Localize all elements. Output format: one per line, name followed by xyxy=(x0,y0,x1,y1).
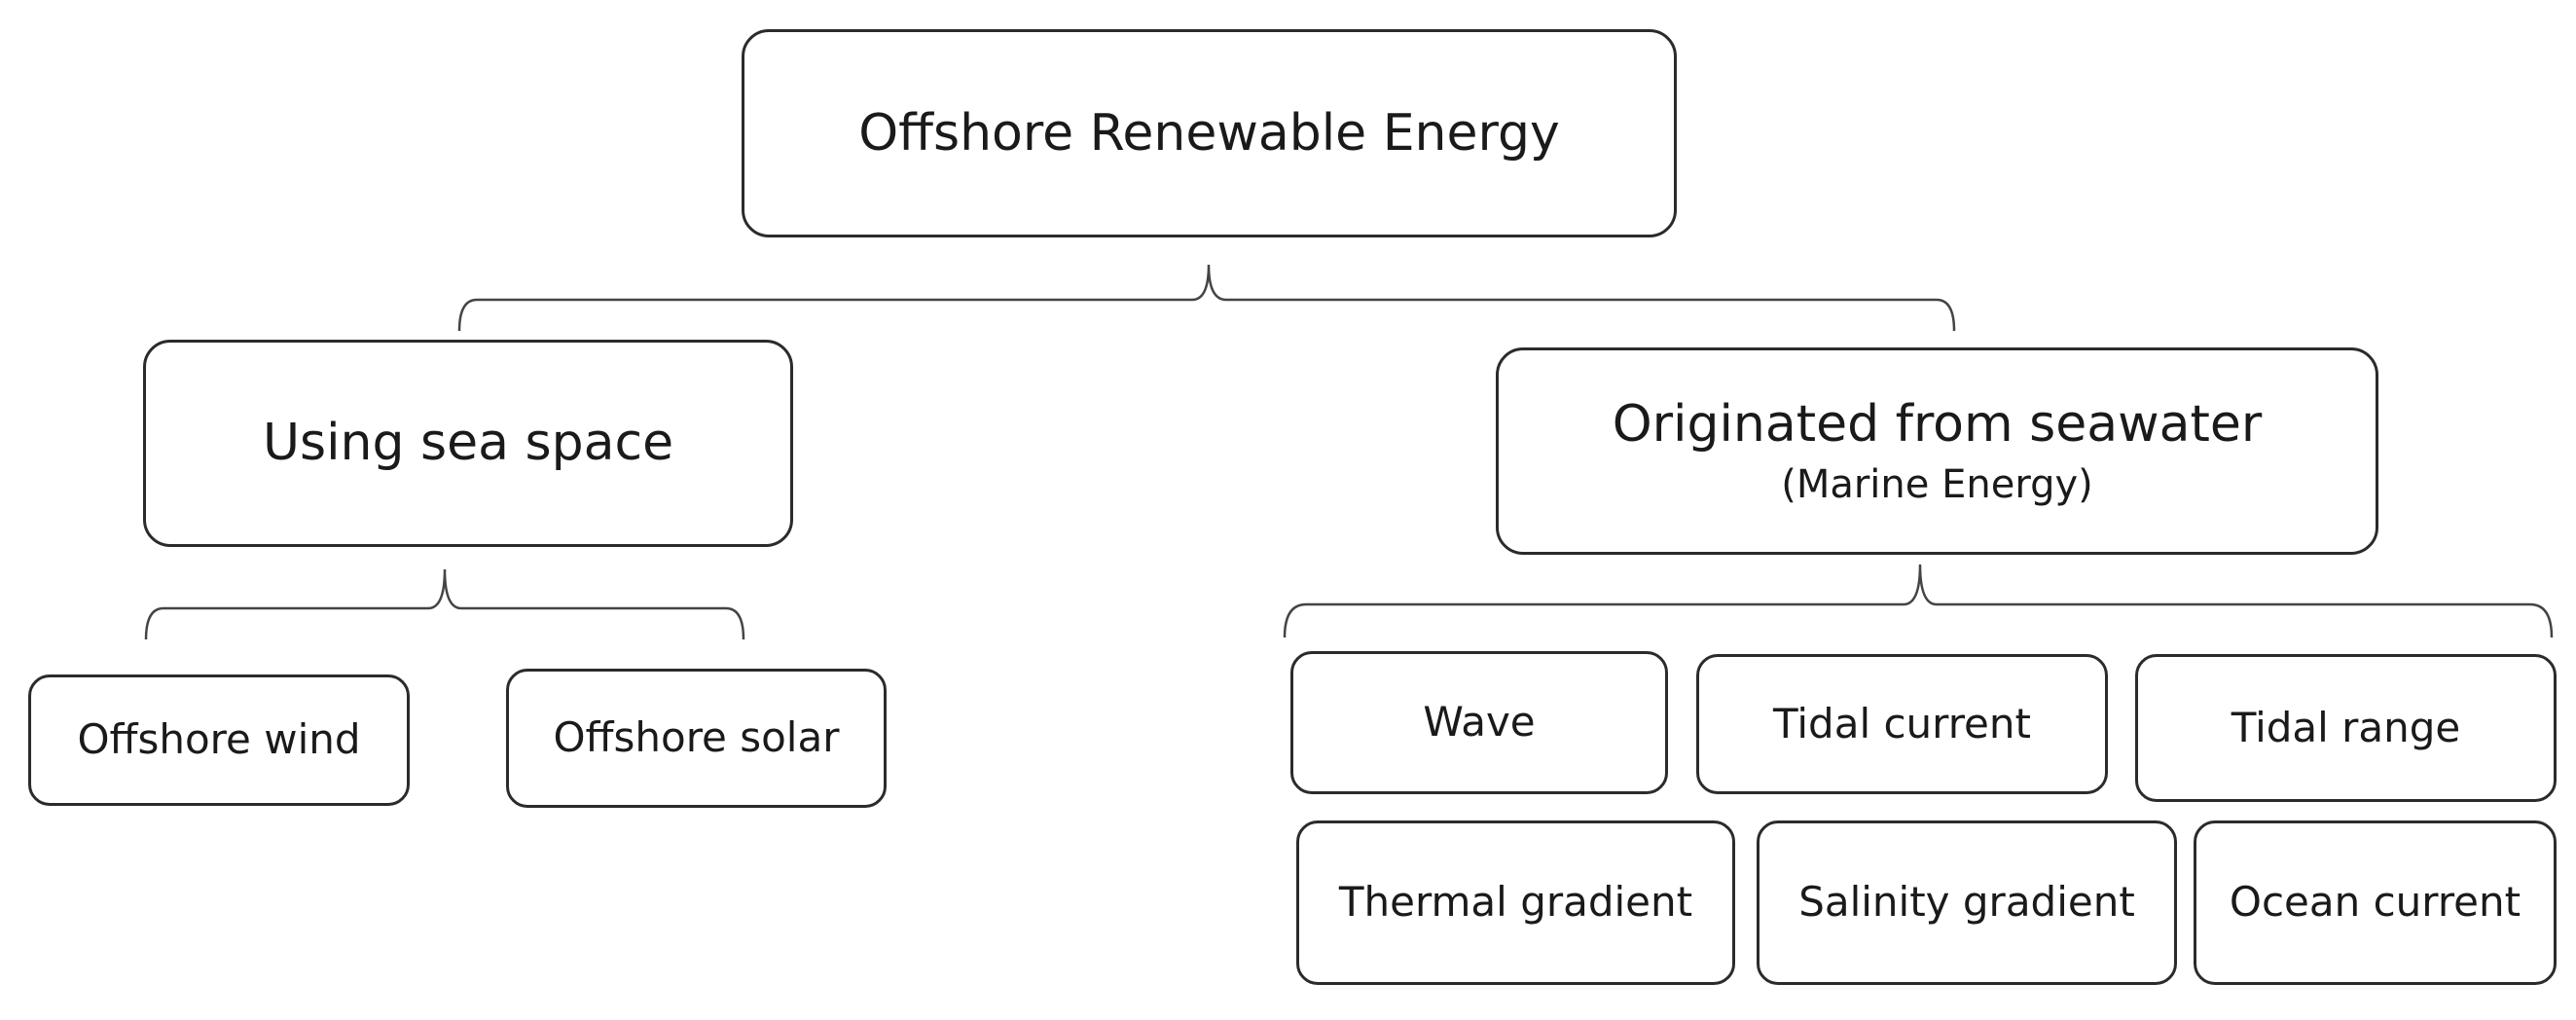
right-branch-node: Originated from seawater (Marine Energy) xyxy=(1496,347,2378,555)
leaf-tidal-range: Tidal range xyxy=(2135,654,2557,802)
right-branch-sublabel: (Marine Energy) xyxy=(1781,461,2093,507)
leaf-wave: Wave xyxy=(1290,651,1668,794)
leaf-offshore-solar: Offshore solar xyxy=(506,669,887,808)
leaf-label: Wave xyxy=(1423,698,1536,747)
leaf-label: Ocean current xyxy=(2229,878,2522,927)
leaf-ocean-current: Ocean current xyxy=(2194,820,2557,985)
leaf-tidal-current: Tidal current xyxy=(1696,654,2108,794)
leaf-label: Tidal range xyxy=(2231,703,2461,751)
root-label: Offshore Renewable Energy xyxy=(858,103,1560,163)
leaf-label: Offshore wind xyxy=(77,715,361,764)
leaf-label: Salinity gradient xyxy=(1798,878,2135,927)
leaf-thermal-gradient: Thermal gradient xyxy=(1296,820,1735,985)
leaf-label: Offshore solar xyxy=(553,713,840,762)
left-branch-label: Using sea space xyxy=(262,414,674,473)
root-node: Offshore Renewable Energy xyxy=(742,29,1677,237)
leaf-label: Tidal current xyxy=(1773,699,2031,747)
right-branch-label: Originated from seawater xyxy=(1612,395,2263,455)
leaf-offshore-wind: Offshore wind xyxy=(28,674,410,806)
leaf-label: Thermal gradient xyxy=(1338,878,1693,927)
leaf-salinity-gradient: Salinity gradient xyxy=(1757,820,2177,985)
right-branch-brace xyxy=(1283,564,2554,638)
left-branch-node: Using sea space xyxy=(143,340,793,547)
left-branch-brace xyxy=(144,568,745,640)
root-brace xyxy=(457,264,1956,332)
